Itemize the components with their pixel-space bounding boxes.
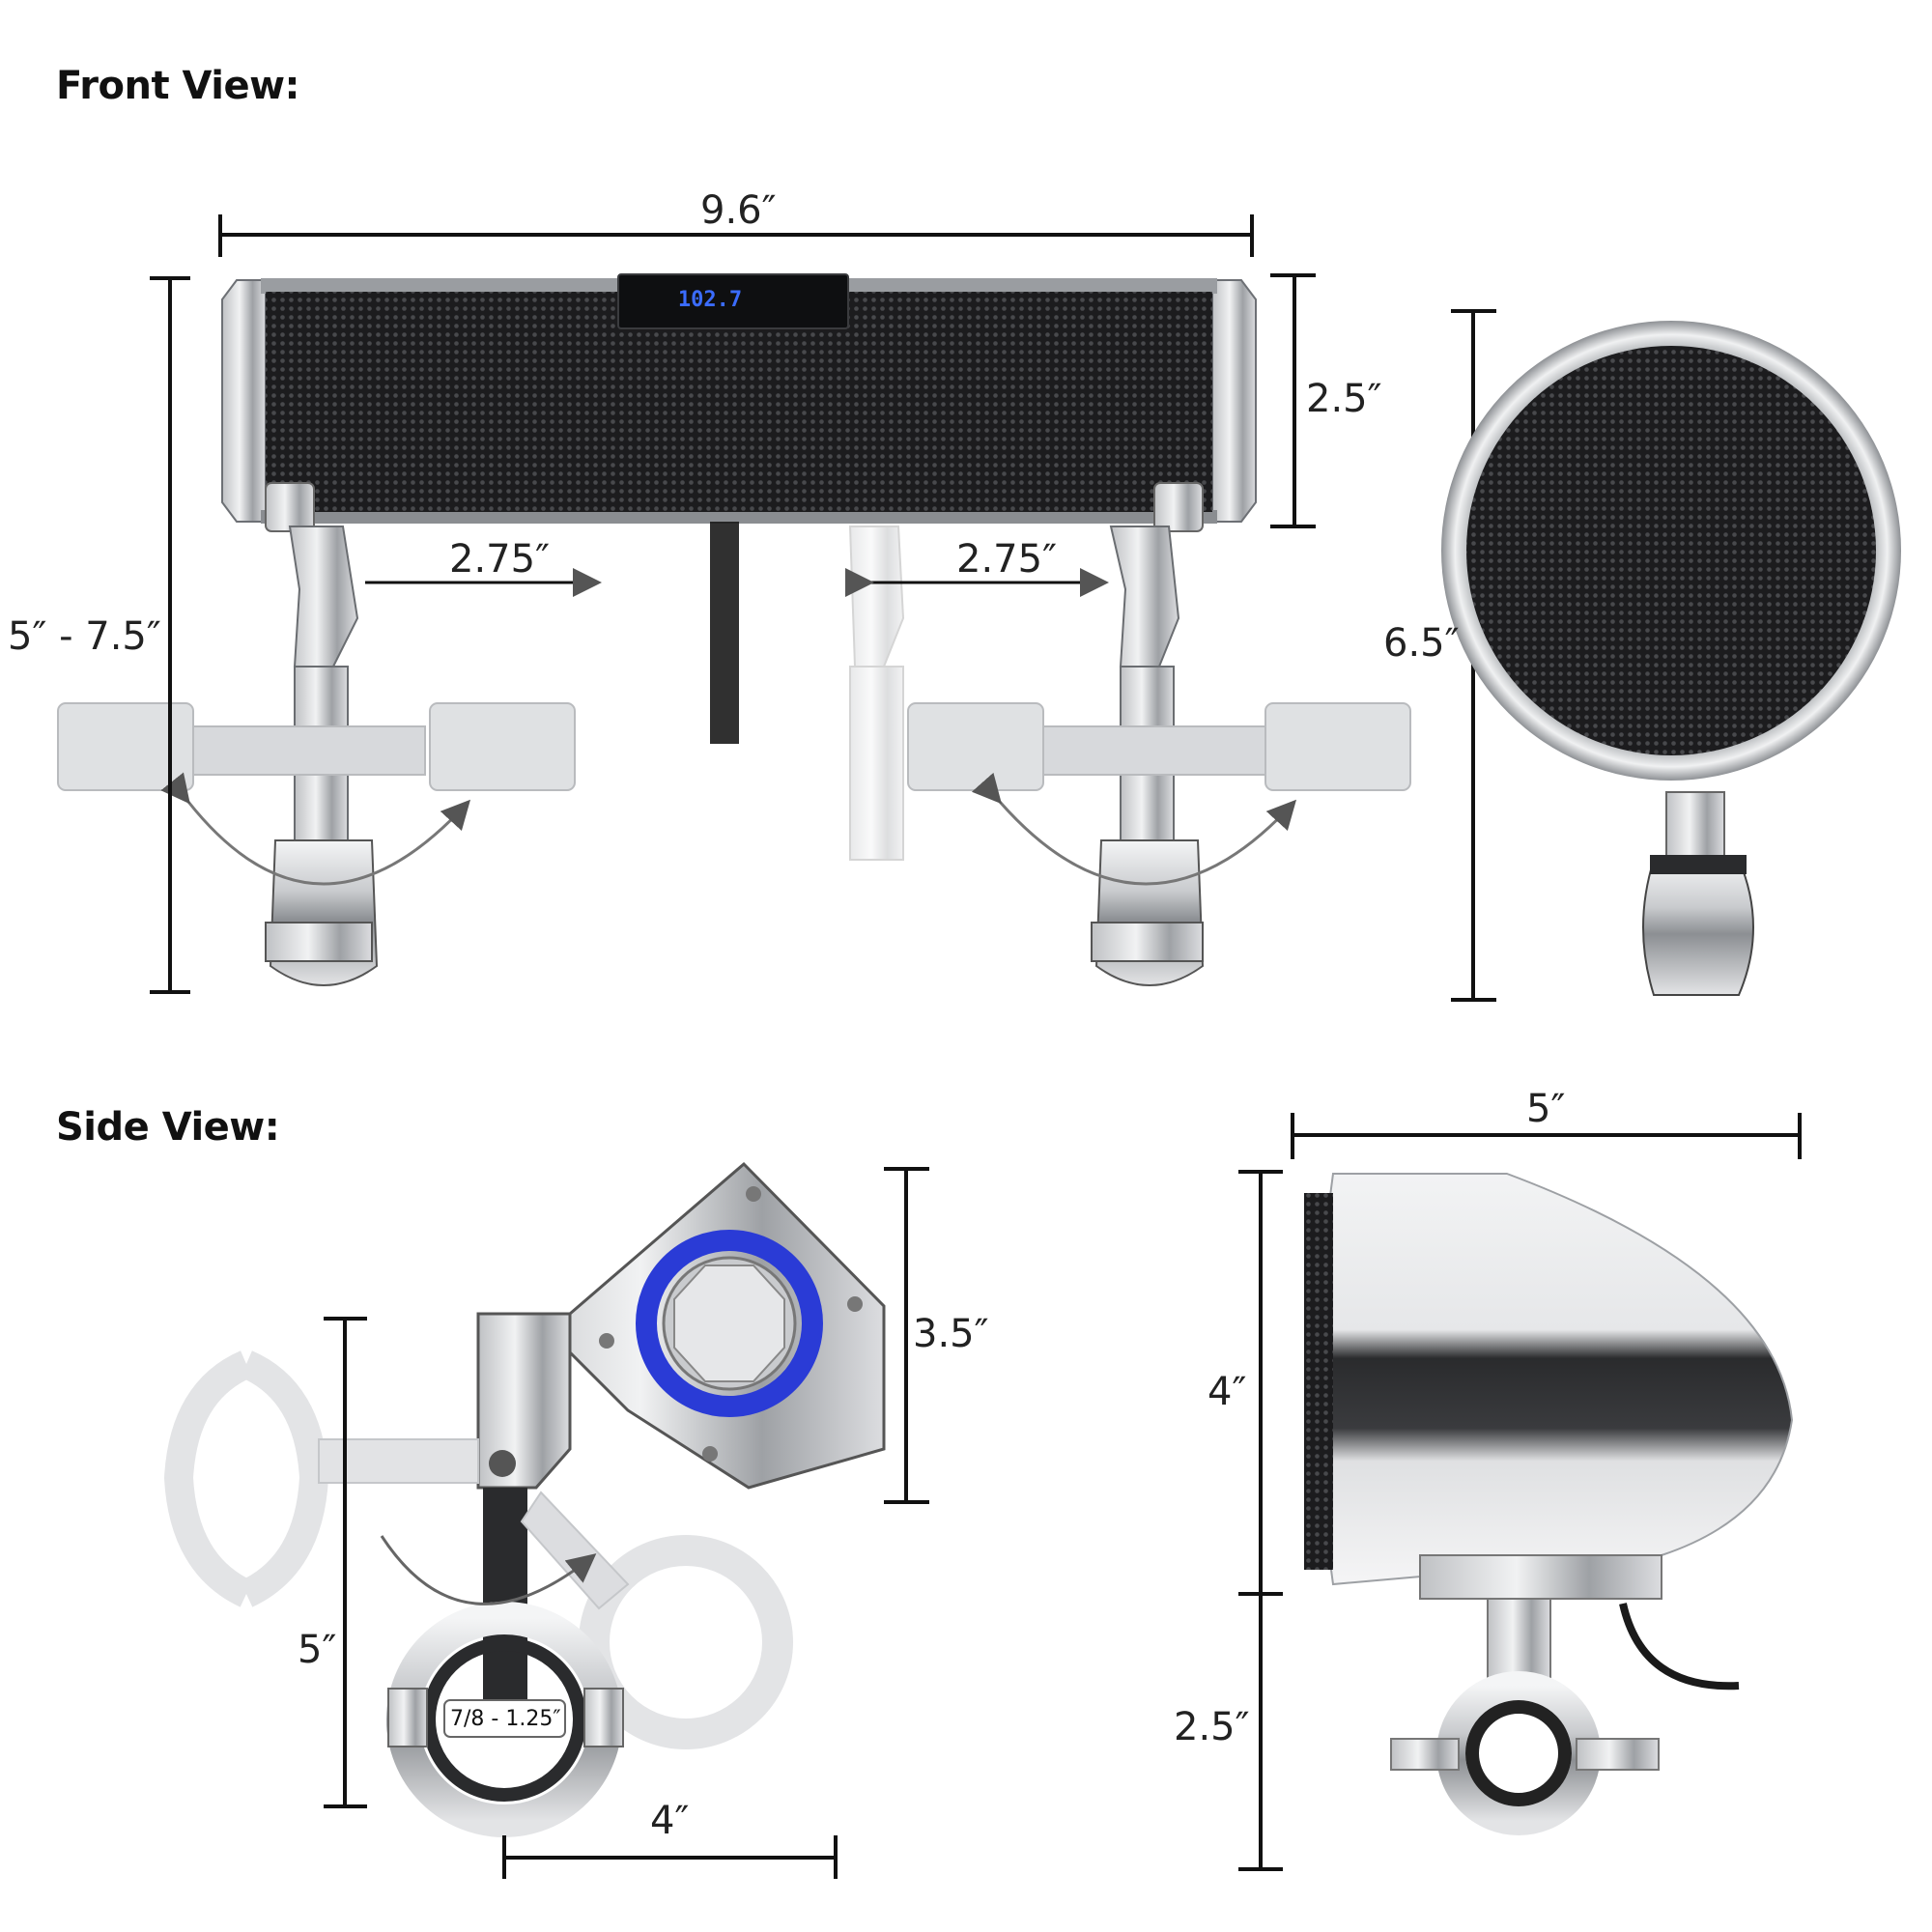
bar-width-label: 9.6″ xyxy=(700,188,777,233)
pod-height-label: 4″ xyxy=(1208,1370,1247,1414)
round-height-label: 6.5″ xyxy=(1383,621,1460,666)
total-height-label: 5″ - 7.5″ xyxy=(8,614,161,659)
soundbar-side xyxy=(476,1161,886,1490)
side-view-heading: Side View: xyxy=(56,1105,280,1150)
round-speaker-front xyxy=(1441,321,1901,996)
bar-height-label: 2.5″ xyxy=(1306,377,1382,421)
left-offset-label: 2.75″ xyxy=(449,537,551,582)
right-offset-label: 2.75″ xyxy=(956,537,1058,582)
front-view-heading: Front View: xyxy=(56,64,300,108)
lcd-frequency: 102.7 xyxy=(678,288,742,312)
pod-mount-label: 2.5″ xyxy=(1174,1705,1250,1749)
side-dimension-lines xyxy=(324,1113,1802,1879)
clamp-size-label: 7/8 - 1.25″ xyxy=(450,1707,561,1731)
side-depth-label: 4″ xyxy=(650,1799,690,1843)
left-mount-bracket xyxy=(57,482,576,986)
side-clamps xyxy=(163,1350,793,1837)
pod-width-label: 5″ xyxy=(1526,1087,1566,1131)
pod-speaker-side xyxy=(1304,1173,1794,1835)
soundbar-front: 102.7 xyxy=(221,273,1257,744)
right-mount-bracket xyxy=(848,482,1411,986)
side-mount-label: 5″ xyxy=(298,1628,337,1672)
side-height-label: 3.5″ xyxy=(913,1312,989,1356)
